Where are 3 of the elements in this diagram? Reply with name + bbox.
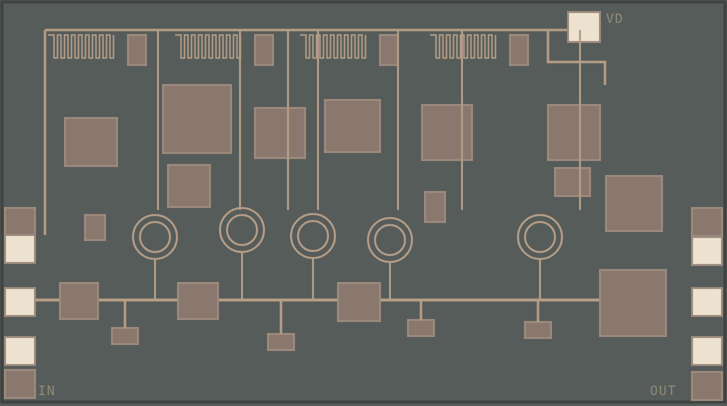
output-pad-label: OUT [650, 384, 676, 399]
supply-pad-label: VD [606, 12, 624, 27]
input-pad-label: IN [38, 384, 56, 399]
